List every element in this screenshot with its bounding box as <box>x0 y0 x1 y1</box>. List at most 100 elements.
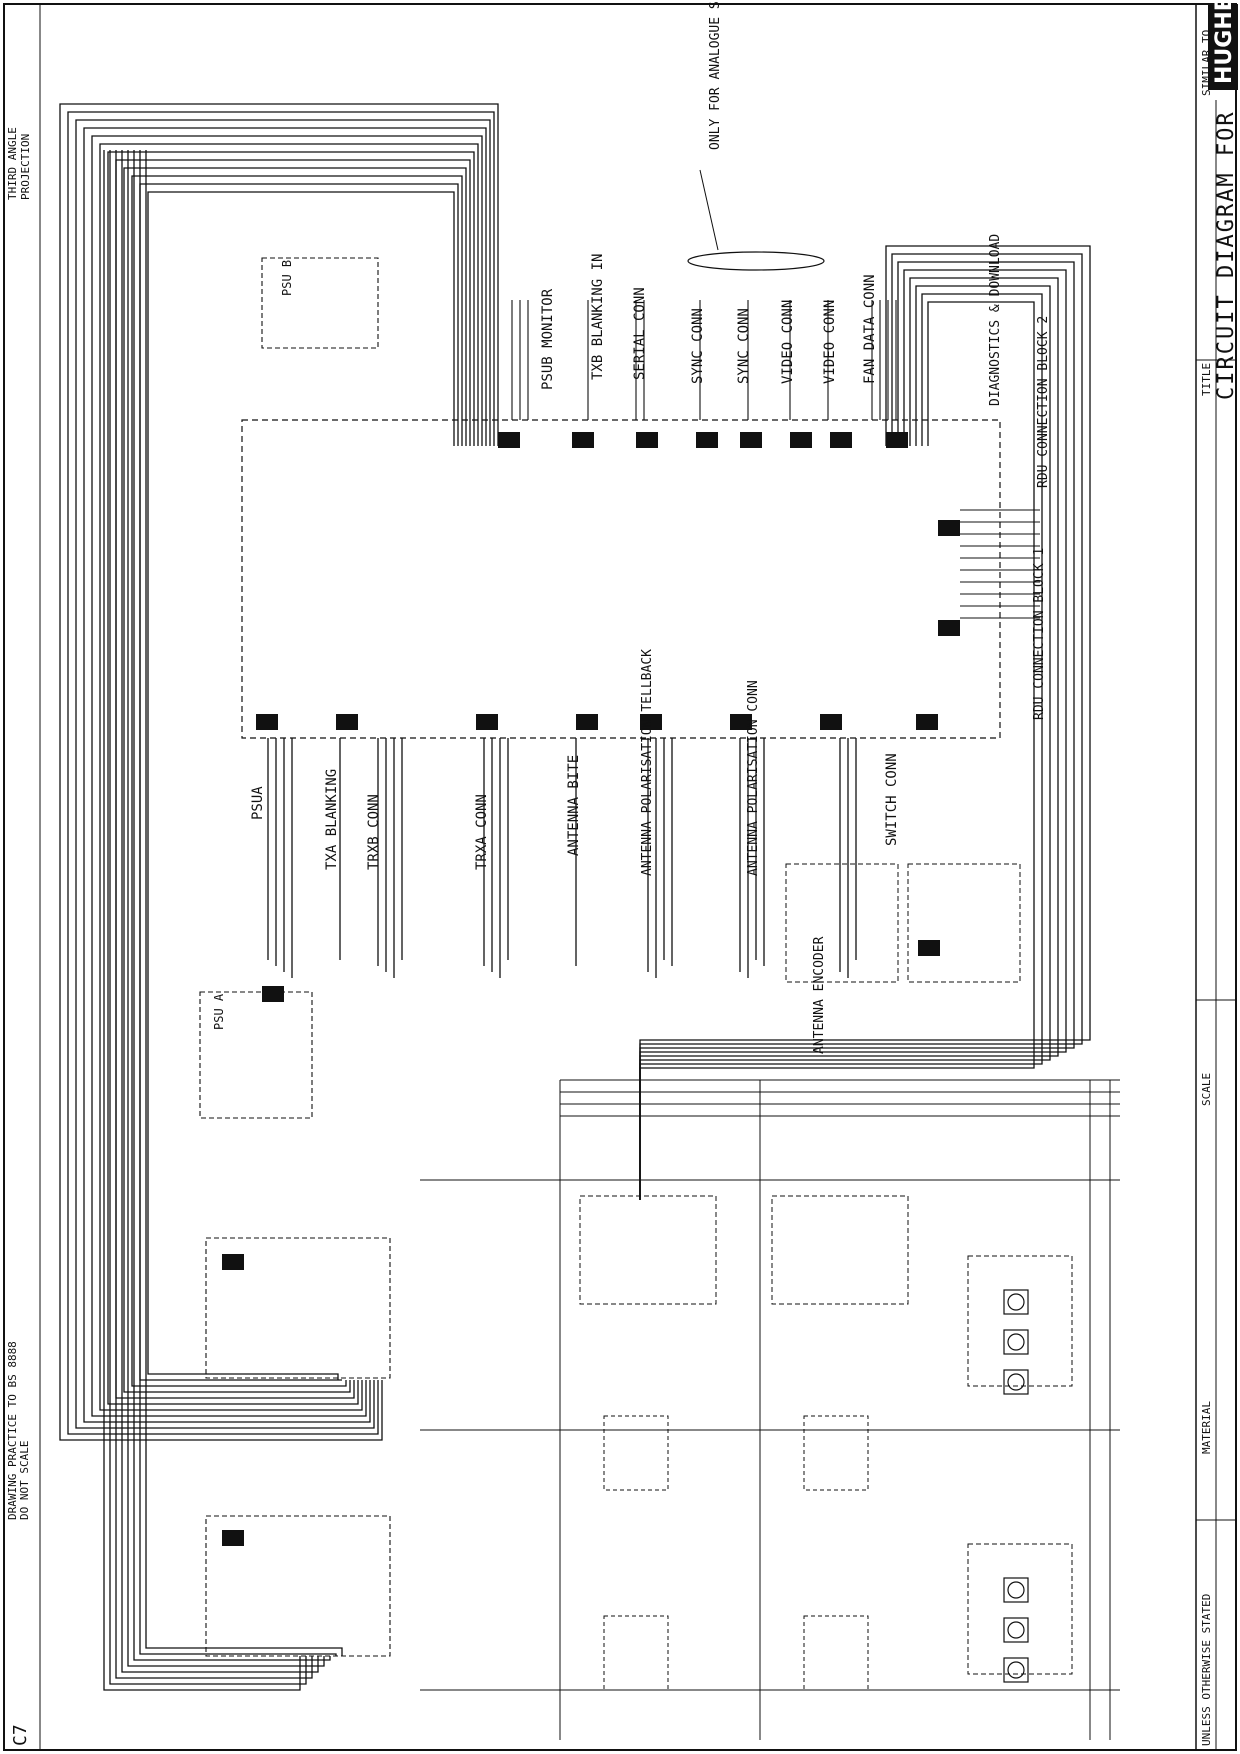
wire <box>639 277 1059 1200</box>
label-trxa-conn: TRXA CONN <box>474 794 490 870</box>
label-antenna-tellback: ANTENNA POLARISATION TELLBACK <box>640 649 655 876</box>
label-psu-b: PSU B <box>280 259 294 296</box>
rotary-switch-dial <box>1007 1661 1025 1679</box>
module-box-6 <box>803 1615 869 1691</box>
wire <box>131 175 463 1387</box>
label-serial-conn: SERIAL CONN <box>632 287 648 380</box>
antenna-encoder-box <box>785 863 899 983</box>
connector-block <box>938 520 960 536</box>
connector-block <box>830 432 852 448</box>
label-psua: PSUA <box>250 786 266 820</box>
connector-block <box>938 620 960 636</box>
label-rdu-block-2: RDU CONNECTION BLOCK 2 <box>1036 315 1051 488</box>
wiring-harness <box>59 103 1120 1740</box>
rotary-switch-dial <box>1007 1373 1025 1391</box>
wire <box>639 261 1075 1200</box>
connector-blocks <box>222 432 960 1546</box>
title-text: CIRCUIT DIAGRAM FOR <box>1214 110 1239 400</box>
connector-block <box>262 986 284 1002</box>
wire <box>121 150 319 1673</box>
rotary-switch-dial <box>1007 1621 1025 1639</box>
converter-b-box <box>205 1237 391 1379</box>
connector-block <box>886 432 908 448</box>
rf-module-box-1 <box>967 1255 1073 1387</box>
label-psu-a: PSU A <box>212 993 226 1030</box>
module-box-3 <box>603 1415 669 1491</box>
wire <box>83 127 487 1423</box>
connector-block <box>336 714 358 730</box>
module-box-4 <box>803 1415 869 1491</box>
rf-module-box-2 <box>967 1543 1073 1675</box>
rotary-switch <box>1003 1329 1029 1355</box>
connector-block <box>740 432 762 448</box>
rotary-switches <box>1003 1289 1029 1683</box>
connector-block <box>790 432 812 448</box>
label-sync-conn-1: SYNC CONN <box>690 308 706 384</box>
label-sync-conn-2: SYNC CONN <box>736 308 752 384</box>
psu-a-box <box>199 991 313 1119</box>
psu-b-box <box>261 257 379 349</box>
switch-box <box>907 863 1021 983</box>
wire <box>639 285 1051 1200</box>
wire <box>145 150 343 1656</box>
connector-block <box>640 714 662 730</box>
wire <box>639 301 1035 1200</box>
connector-block <box>222 1530 244 1546</box>
label-antenna-encoder: ANTENNA ENCODER <box>812 936 827 1054</box>
label-diagnostics: DIAGNOSTICS & DOWNLOAD <box>988 233 1003 406</box>
company-logo: HUGHES <box>1208 0 1238 90</box>
label-video-conn-1: VIDEO CONN <box>780 299 796 384</box>
module-box-5 <box>603 1615 669 1691</box>
rotary-switch-dial <box>1007 1581 1025 1599</box>
connector-block <box>916 714 938 730</box>
wire <box>639 253 1083 1200</box>
connector-block <box>636 432 658 448</box>
title-block <box>1196 100 1236 1750</box>
projection-label: THIRD ANGLE PROJECTION <box>6 127 32 200</box>
wire <box>107 151 475 1405</box>
unless-label: UNLESS OTHERWISE STATED <box>1200 1593 1213 1746</box>
wire <box>639 293 1043 1200</box>
wire <box>127 150 325 1667</box>
wire <box>133 150 331 1661</box>
rotary-switch-dial <box>1007 1333 1025 1351</box>
connector-block <box>476 714 498 730</box>
connector-block <box>256 714 278 730</box>
do-not-scale: DO NOT SCALE <box>18 1440 31 1520</box>
analogue-sync-ellipse <box>687 251 825 271</box>
connector-block <box>918 940 940 956</box>
wire <box>59 103 499 1441</box>
rotary-switch <box>1003 1657 1029 1683</box>
annotation-leader <box>699 169 719 251</box>
rotary-switch <box>1003 1289 1029 1315</box>
wire <box>75 119 491 1429</box>
label-trxb-conn: TRXB CONN <box>366 794 382 870</box>
connector-block <box>576 714 598 730</box>
material-label: MATERIAL <box>1200 1401 1213 1454</box>
sheet-border <box>3 3 1237 1751</box>
controller-unit-box <box>241 419 1001 739</box>
scale-label: SCALE <box>1200 1072 1213 1106</box>
wire <box>67 111 495 1435</box>
rotary-switch-dial <box>1007 1293 1025 1311</box>
connector-block <box>696 432 718 448</box>
label-antenna-bite: ANTENNA BITE <box>566 754 582 856</box>
label-fan-data-conn: FAN DATA CONN <box>862 274 878 384</box>
rotary-switch <box>1003 1577 1029 1603</box>
label-switch-conn: SWITCH CONN <box>884 753 900 846</box>
title-label: TITLE <box>1200 362 1213 396</box>
module-box-1 <box>579 1195 717 1305</box>
label-txb-blanking: TXB BLANKING IN <box>590 253 606 380</box>
wire <box>115 159 471 1399</box>
converter-a-box <box>205 1515 391 1657</box>
wire <box>147 191 455 1380</box>
annotation-text: ONLY FOR ANALOGUE S <box>708 1 723 150</box>
rotary-switch <box>1003 1617 1029 1643</box>
connector-block <box>572 432 594 448</box>
wire <box>115 150 313 1679</box>
wire <box>99 143 479 1411</box>
module-box-2 <box>771 1195 909 1305</box>
wire <box>139 183 459 1381</box>
connector-block <box>820 714 842 730</box>
